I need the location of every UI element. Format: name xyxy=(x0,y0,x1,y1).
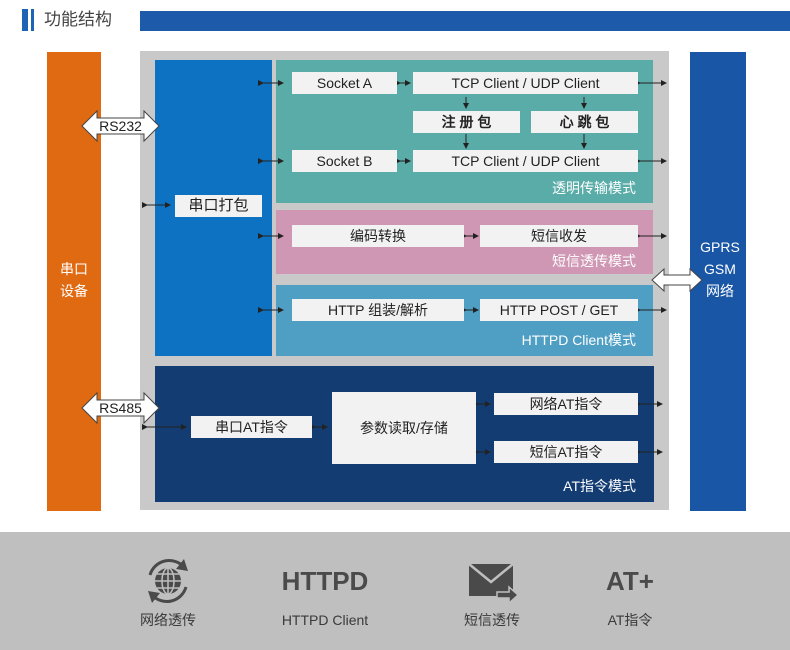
sms-at-box: 短信AT指令 xyxy=(494,441,638,463)
encode-convert-box: 编码转换 xyxy=(292,225,464,247)
sms-send-recv-box: 短信收发 xyxy=(480,225,638,247)
network-label-line2: GSM xyxy=(704,261,736,277)
params-storage-box: 参数读取/存储 xyxy=(332,392,476,464)
network-label-line3: 网络 xyxy=(706,283,734,299)
envelope-arrow-icon xyxy=(468,563,519,604)
sms-mode-label: 短信透传模式 xyxy=(552,253,636,269)
rs232-label: RS232 xyxy=(99,118,142,134)
rs485-label: RS485 xyxy=(99,400,142,416)
section-title: 功能结构 xyxy=(44,10,112,29)
network-label-line1: GPRS xyxy=(700,239,740,255)
footer-band xyxy=(0,532,790,650)
footer-label-sms: 短信透传 xyxy=(464,612,520,628)
socket-b-box: Socket B xyxy=(292,150,397,172)
http-assemble-box: HTTP 组装/解析 xyxy=(292,299,464,321)
serial-packing-box: 串口打包 xyxy=(175,195,262,217)
transparent-mode-label: 透明传输模式 xyxy=(552,180,636,196)
footer-label-network: 网络透传 xyxy=(140,612,196,628)
header-accent-bar-thin xyxy=(31,9,34,31)
httpd-mode-label: HTTPD Client模式 xyxy=(521,332,636,348)
serial-device-label-line1: 串口 xyxy=(60,261,88,277)
client-a-box: TCP Client / UDP Client xyxy=(413,72,638,94)
header-rule xyxy=(140,11,790,31)
footer-label-httpd: HTTPD Client xyxy=(281,612,369,628)
serial-device-label-line2: 设备 xyxy=(60,283,88,299)
httpd-icon: HTTPD xyxy=(281,566,369,596)
header-accent-bar xyxy=(22,9,28,31)
at-mode-label: AT指令模式 xyxy=(563,478,636,494)
socket-a-box: Socket A xyxy=(292,72,397,94)
register-packet-box: 注 册 包 xyxy=(413,111,520,133)
client-b-box: TCP Client / UDP Client xyxy=(413,150,638,172)
network-at-box: 网络AT指令 xyxy=(494,393,638,415)
globe-refresh-icon xyxy=(148,559,188,603)
serial-at-box: 串口AT指令 xyxy=(191,416,312,438)
http-post-get-box: HTTP POST / GET xyxy=(480,299,638,321)
footer-label-at: AT指令 xyxy=(607,612,653,628)
at-plus-icon: AT+ xyxy=(606,566,654,596)
heartbeat-packet-box: 心 跳 包 xyxy=(531,111,638,133)
